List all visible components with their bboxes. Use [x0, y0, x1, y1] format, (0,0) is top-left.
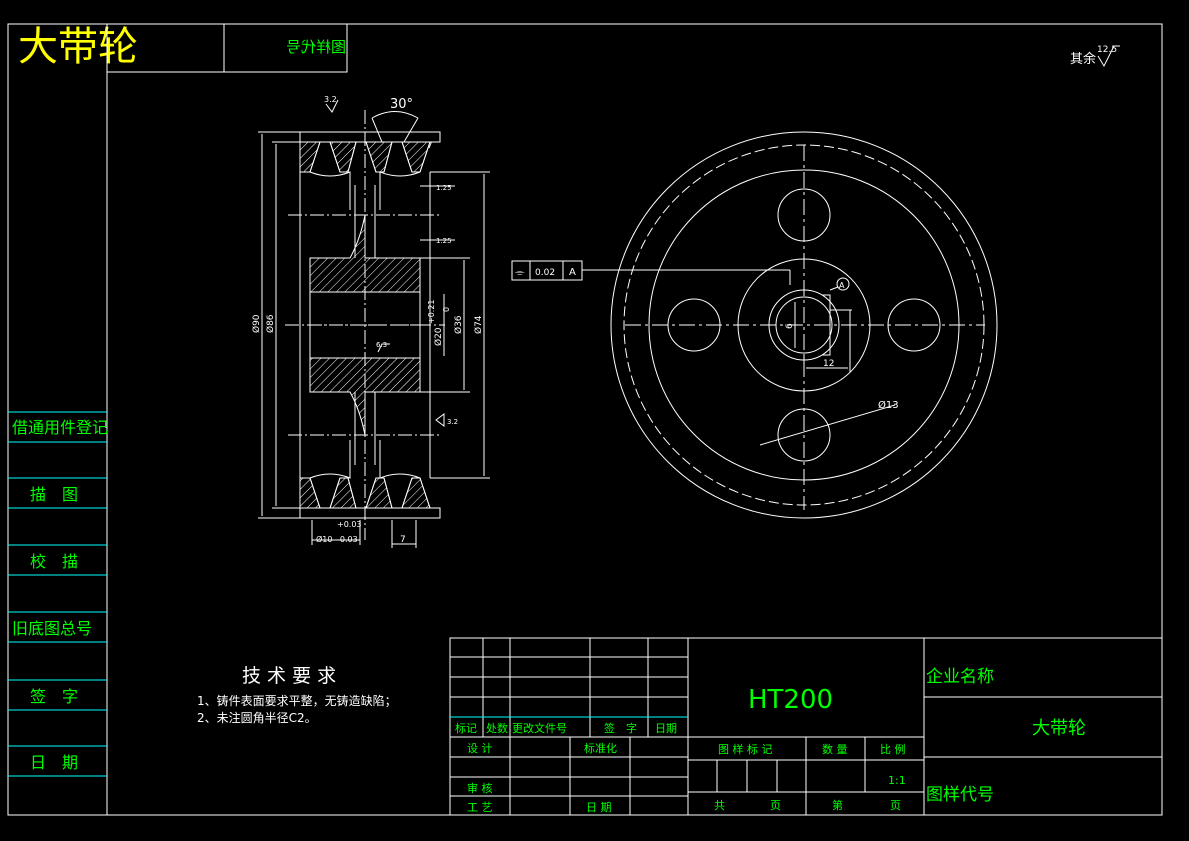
roughness-mark-left [377, 343, 390, 353]
keyway [822, 294, 831, 356]
header-mark: 标记 [455, 721, 477, 735]
header-date: 日期 [655, 722, 677, 735]
side-label-5: 日 期 [30, 753, 78, 772]
page-label-2: 页 [890, 799, 901, 812]
marking-label: 图 样 标 记 [718, 742, 773, 756]
dim-hole: Ø13 [878, 399, 899, 411]
tolerance-symbol: ⌯ [515, 265, 525, 279]
hub-web-upper [354, 185, 376, 465]
dim-keyway-width: 12 [823, 359, 834, 369]
dim-d36: Ø36 [453, 315, 464, 334]
part-title: 大带轮 [18, 24, 138, 70]
side-label-4: 签 字 [30, 687, 78, 706]
total-label: 共 [714, 799, 725, 812]
datum-label: A [839, 281, 845, 290]
side-label-0: 借通用件登记 [12, 418, 108, 437]
front-view [610, 131, 998, 519]
roughness-symbol-icon [1097, 45, 1120, 68]
roughness-1-label: 1.25 [436, 184, 452, 192]
roughness-top-label: 3.2 [324, 95, 337, 104]
roughness-2-label: 1.25 [436, 237, 452, 245]
dim-tol-lower: 0 [442, 307, 451, 312]
sheet-label: 第 [832, 798, 843, 812]
dim-d86: Ø86 [265, 314, 276, 333]
dim-groove-upper: +0.03 [337, 520, 362, 529]
drawing-code-box-top [106, 23, 348, 73]
quantity-label: 数 量 [822, 743, 848, 756]
dim-d74: Ø74 [473, 315, 484, 334]
review-label: 审 核 [467, 781, 493, 795]
side-label-1: 描 图 [30, 485, 78, 504]
design-label: 设 计 [467, 742, 493, 755]
dim-groove: Ø10 [316, 534, 332, 544]
outer-border [7, 23, 1163, 816]
dim-tol-upper: +0.21 [427, 299, 436, 324]
material-label: HT200 [748, 685, 833, 715]
standard-label: 标准化 [584, 741, 617, 755]
dim-groove-lower: -0.03 [337, 535, 358, 544]
company-label: 企业名称 [926, 667, 994, 687]
header-sign: 签 字 [604, 721, 637, 735]
web-curves [309, 171, 421, 479]
inner-rim-circle [648, 169, 960, 481]
side-strip: 借通用件登记 描 图 校 描 旧底图总号 签 字 日 期 [8, 411, 108, 777]
outer-rim-circle [610, 131, 998, 519]
dim-width-top: 7 [427, 141, 433, 151]
process-label: 工 艺 [467, 801, 493, 814]
scale-label: 比 例 [880, 742, 906, 756]
title-part-name: 大带轮 [1032, 718, 1086, 739]
drawing-code-mirrored: 图样代号 [286, 38, 346, 56]
roughness-mark-top [325, 99, 339, 113]
date-label: 日 期 [586, 801, 612, 814]
angle-arc [371, 111, 419, 119]
dim-d20: Ø20 [433, 327, 444, 346]
side-label-3: 旧底图总号 [12, 619, 92, 638]
dim-keyway-depth: 6 [785, 323, 795, 329]
scale-value: 1:1 [888, 774, 906, 787]
header-count: 处数 [486, 722, 508, 735]
dim-width-bottom: 7 [400, 535, 406, 545]
dim-hole-leader [759, 404, 896, 446]
tolerance-value: 0.02 [535, 268, 555, 278]
side-label-2: 校 描 [30, 552, 78, 571]
datum-circle [836, 277, 850, 291]
section-view [258, 99, 490, 548]
tech-title: 技 术 要 求 [242, 665, 336, 687]
header-change-doc: 更改文件号 [512, 721, 567, 735]
drawing-code-label: 图样代号 [926, 785, 994, 805]
tolerance-datum: A [569, 267, 576, 278]
tolerance-frame [511, 260, 791, 285]
surface-finish-note: 其余 [1070, 51, 1096, 67]
surface-finish-value: 12.5 [1097, 45, 1117, 55]
tech-line-1: 1、铸件表面要求平整，无铸造缺陷； [197, 693, 397, 708]
angle-label: 30° [390, 97, 413, 112]
dim-d90: Ø90 [251, 314, 262, 333]
page-label: 页 [770, 799, 781, 812]
roughness-mark-bottom [435, 413, 445, 427]
roughness-4-label: 3.2 [447, 418, 458, 426]
roughness-3-label: 6.3 [376, 341, 387, 349]
tech-line-2: 2、未注圆角半径C2。 [197, 710, 317, 725]
